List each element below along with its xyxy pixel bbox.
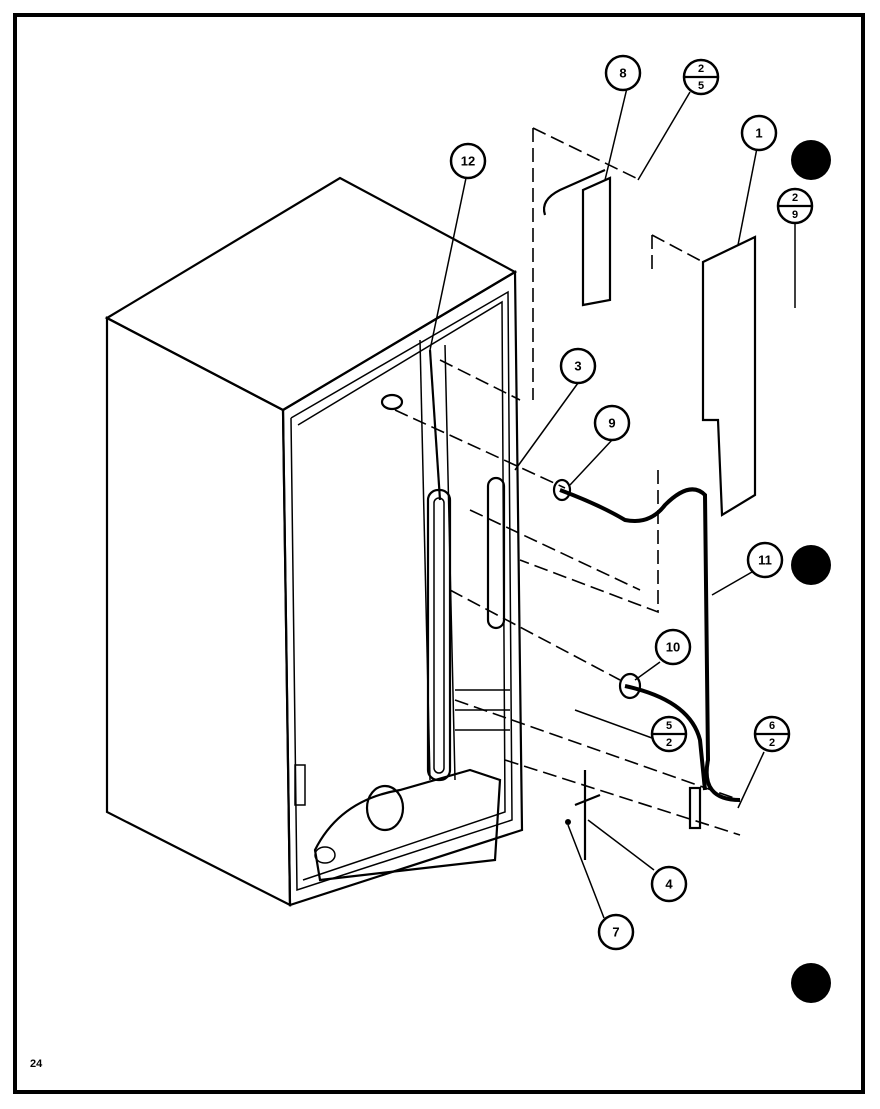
callout-10: 10 (654, 628, 692, 666)
svg-text:11: 11 (758, 553, 772, 568)
svg-text:5: 5 (666, 720, 672, 732)
binder-hole-middle (791, 545, 831, 585)
svg-text:2: 2 (792, 192, 798, 204)
back-panel-1 (651, 234, 757, 517)
callout-1: 1 (740, 114, 778, 152)
callout-9: 9 (593, 404, 631, 442)
callout-2-5: 25 (682, 58, 720, 96)
svg-text:10: 10 (666, 640, 680, 655)
back-panel-8 (532, 127, 641, 400)
callout-4: 4 (650, 865, 688, 903)
callout-5-2: 52 (650, 715, 688, 753)
svg-text:4: 4 (665, 877, 673, 892)
binder-hole-bottom (791, 963, 831, 1003)
callout-3: 3 (559, 347, 597, 385)
svg-text:7: 7 (612, 925, 619, 940)
callout-8: 8 (604, 54, 642, 92)
callout-6-2: 62 (753, 715, 791, 753)
tubing-11 (559, 487, 741, 802)
compressor (294, 764, 502, 882)
svg-text:9: 9 (608, 416, 615, 431)
svg-text:2: 2 (769, 737, 775, 749)
svg-text:5: 5 (698, 80, 704, 92)
svg-text:9: 9 (792, 209, 798, 221)
screw-7 (565, 819, 571, 825)
svg-text:12: 12 (461, 154, 475, 169)
svg-text:3: 3 (574, 359, 581, 374)
callout-7: 7 (597, 913, 635, 951)
callout-12: 12 (449, 142, 487, 180)
panel-outline (519, 470, 659, 614)
svg-text:2: 2 (698, 63, 704, 75)
binder-hole-top (791, 140, 831, 180)
callout-2-9: 29 (776, 187, 814, 225)
drier (688, 786, 702, 830)
svg-text:6: 6 (769, 720, 775, 732)
cabinet-side (105, 316, 292, 907)
condenser-coil (419, 339, 510, 782)
page-border (13, 13, 865, 1094)
svg-text:8: 8 (619, 66, 626, 81)
fitting-9 (552, 478, 572, 502)
page-number: 24 (30, 1058, 43, 1070)
svg-text:2: 2 (666, 737, 672, 749)
callout-11: 11 (746, 541, 784, 579)
cabinet-top (104, 176, 518, 412)
svg-text:1: 1 (755, 126, 762, 141)
cabinet-back (281, 270, 524, 907)
fitting-10 (618, 672, 642, 700)
refrigerator-cabinet (104, 176, 524, 907)
